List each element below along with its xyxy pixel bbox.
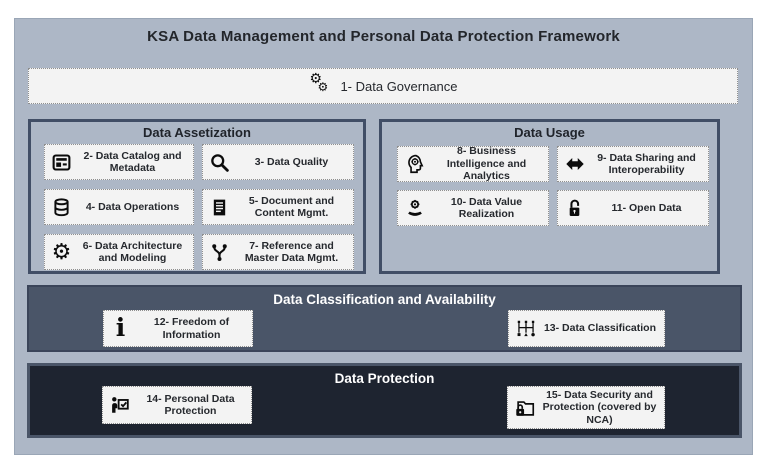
document-icon — [206, 197, 233, 218]
item-label: 10- Data Value Realization — [450, 195, 523, 220]
info-icon: i — [115, 313, 126, 343]
framework-container: KSA Data Management and Personal Data Pr… — [14, 18, 753, 455]
data-governance-label: 1- Data Governance — [340, 78, 458, 94]
item-label: 4- Data Operations — [85, 200, 180, 213]
item-label: 2- Data Catalog and Metadata — [83, 149, 182, 174]
database-icon — [48, 197, 75, 218]
item-document-content-mgmt: 5- Document and Content Mgmt. — [202, 189, 354, 225]
item-open-data: 11- Open Data — [557, 190, 709, 226]
data-assetization-group: Data Assetization 2- Data Catalog and Me… — [28, 119, 366, 274]
hand-gear-icon — [401, 197, 428, 219]
folder-lock-icon — [511, 397, 538, 419]
open-padlock-icon — [561, 198, 588, 219]
item-label: 6- Data Architecture and Modeling — [82, 239, 183, 264]
item-label: 11- Open Data — [611, 201, 682, 214]
page-title: KSA Data Management and Personal Data Pr… — [147, 28, 620, 45]
branch-merge-icon — [206, 242, 233, 263]
item-personal-data-protection: 14- Personal Data Protection — [102, 386, 252, 424]
item-label: 9- Data Sharing and Interoperability — [597, 151, 696, 176]
data-assetization-title: Data Assetization — [143, 125, 251, 140]
item-label: 15- Data Security and Protection (covere… — [542, 388, 657, 426]
classification-icon — [512, 318, 539, 340]
item-reference-master-data: 7- Reference and Master Data Mgmt. — [202, 234, 354, 270]
magnifier-icon — [206, 152, 233, 173]
data-protection-band-title: Data Protection — [334, 371, 435, 386]
item-data-operations: 4- Data Operations — [44, 189, 194, 225]
item-data-classification: 13- Data Classification — [508, 310, 665, 347]
data-usage-group: Data Usage 8- Business Intelligence and … — [379, 119, 720, 274]
double-arrow-icon — [561, 153, 588, 175]
data-protection-band: Data Protection 14- Personal Data Protec… — [27, 363, 742, 438]
gears-icon: ⚙⚙ — [309, 70, 329, 94]
data-governance-box: ⚙⚙ 1- Data Governance — [28, 68, 738, 104]
item-label: 7- Reference and Master Data Mgmt. — [244, 239, 339, 264]
person-check-icon — [106, 394, 133, 416]
gear-icon: ⚙ — [51, 239, 72, 264]
item-label: 13- Data Classification — [543, 322, 657, 335]
data-classification-band: Data Classification and Availability i 1… — [27, 285, 742, 352]
item-label: 8- Business Intelligence and Analytics — [446, 145, 527, 183]
catalog-icon — [48, 152, 75, 173]
item-data-catalog: 2- Data Catalog and Metadata — [44, 144, 194, 180]
item-label: 12- Freedom of Information — [153, 316, 230, 341]
item-data-security-protection: 15- Data Security and Protection (covere… — [507, 386, 665, 429]
item-freedom-of-information: i 12- Freedom of Information — [103, 310, 253, 347]
item-business-intelligence: 8- Business Intelligence and Analytics — [397, 145, 549, 183]
head-gears-icon — [401, 153, 428, 175]
item-data-quality: 3- Data Quality — [202, 144, 354, 180]
item-data-architecture: ⚙ 6- Data Architecture and Modeling — [44, 234, 194, 270]
item-label: 14- Personal Data Protection — [146, 392, 235, 417]
item-data-value-realization: 10- Data Value Realization — [397, 190, 549, 226]
item-label: 5- Document and Content Mgmt. — [248, 194, 335, 219]
data-classification-band-title: Data Classification and Availability — [273, 292, 496, 307]
item-data-sharing: 9- Data Sharing and Interoperability — [557, 146, 709, 182]
item-label: 3- Data Quality — [254, 155, 329, 168]
data-usage-title: Data Usage — [514, 125, 585, 140]
